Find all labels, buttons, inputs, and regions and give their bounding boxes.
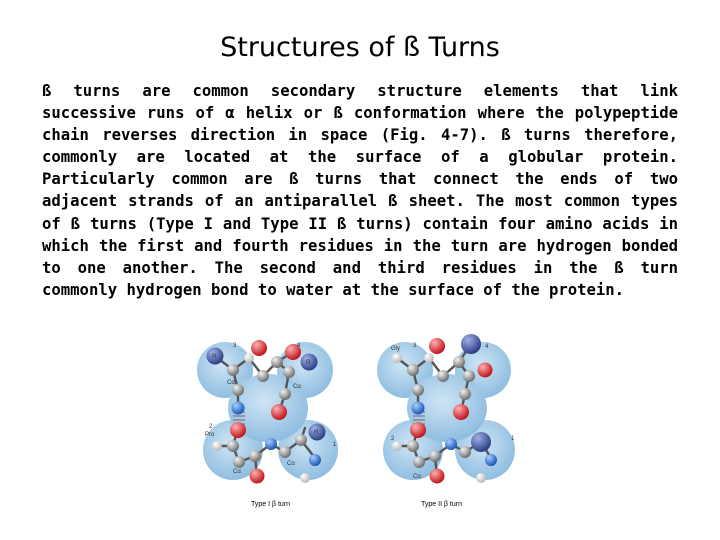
residue-1-label: 1 [511,436,515,442]
r-label-3: R [314,430,319,436]
residue-3-label: 3 [413,343,417,349]
c-alpha-label: Cα [413,474,421,480]
c-alpha-label-3: Cα [233,469,241,475]
r-label-1: R [212,354,217,360]
gly-label: Gly [391,346,400,352]
type-i-turn-panel: R R R 3 4 2 Pro 1 Cα Cα Cα Cα Type I β t… [197,340,338,508]
c-alpha-label-1: Cα [227,380,235,386]
type-i-caption: Type I β turn [251,501,290,508]
r-label-2: R [306,360,311,366]
residue-2-label: 2 [209,424,213,430]
type-ii-turn-panel: Gly 3 4 2 1 Cα Type II β turn [377,334,515,508]
slide-title: Structures of ß Turns [220,32,500,63]
residue-2-label: 2 [391,436,395,442]
c-alpha-label-2: Cα [293,384,301,390]
residue-1-label: 1 [333,442,337,448]
residue-4-label: 4 [485,344,489,350]
residue-3-label: 3 [233,343,237,349]
residue-4-label: 4 [297,343,301,349]
pro-label: Pro [205,432,215,438]
body-paragraph: ß turns are common secondary structure e… [42,82,678,299]
type-ii-caption: Type II β turn [421,501,462,508]
c-alpha-label-4: Cα [287,461,295,467]
beta-turn-figure: R R R 3 4 2 Pro 1 Cα Cα Cα Cα Type I β t… [193,328,533,518]
